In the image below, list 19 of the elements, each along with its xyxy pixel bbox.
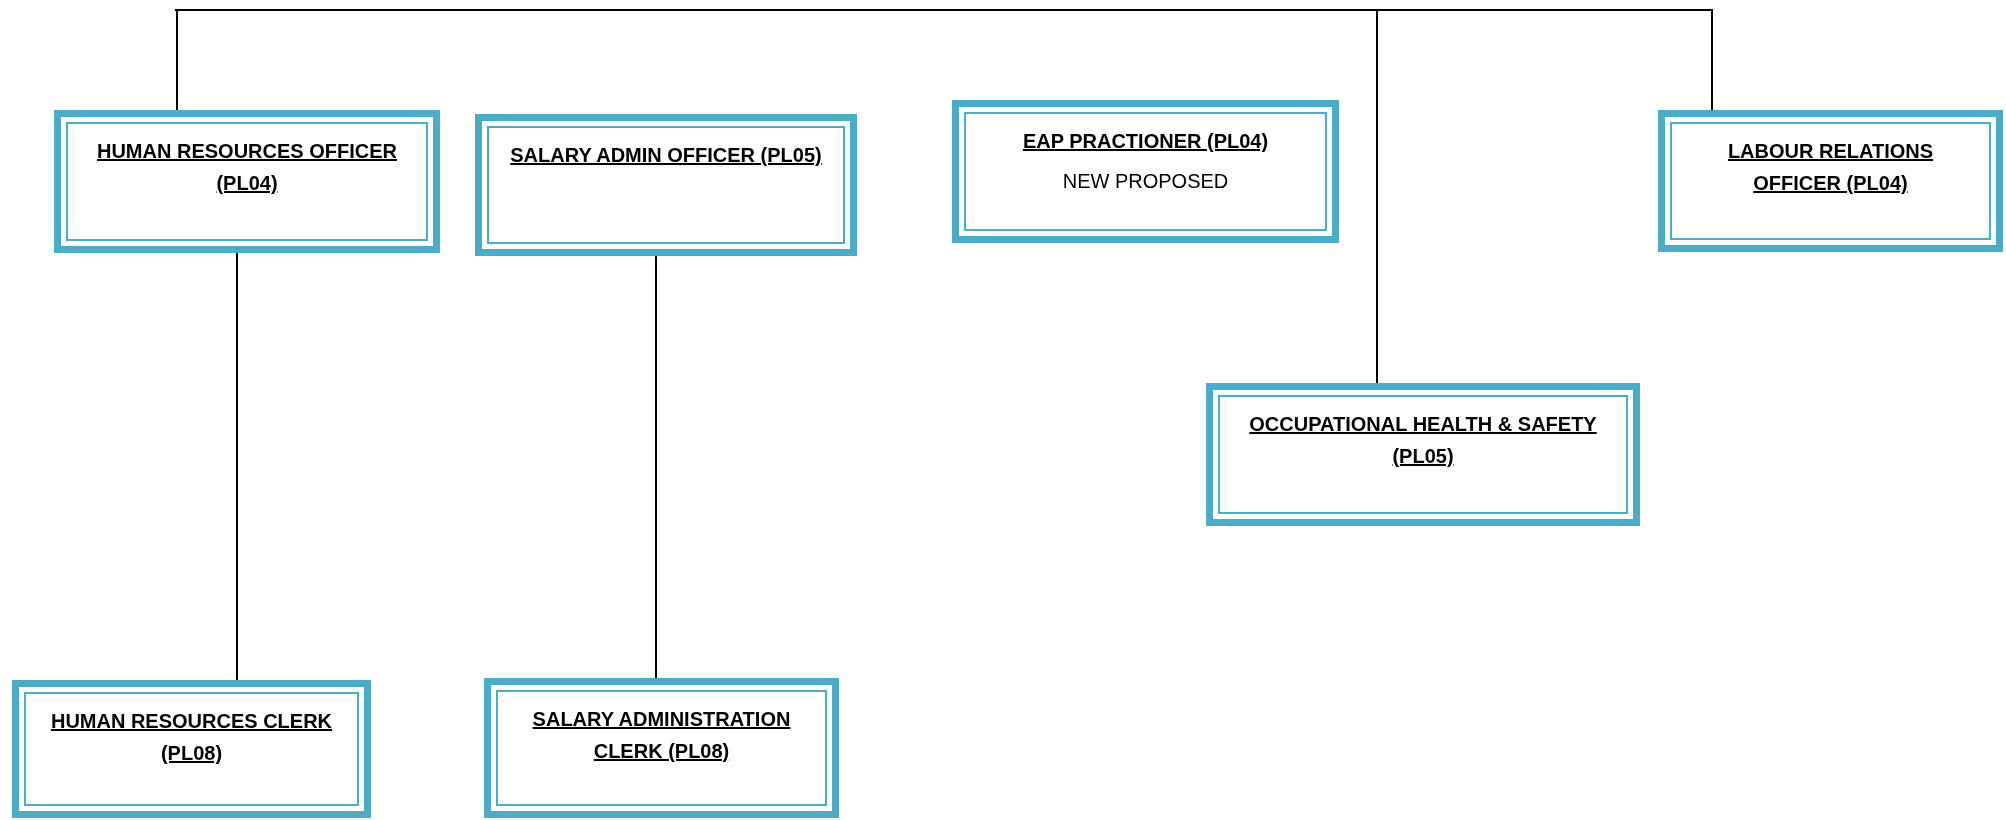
position-title: SALARY ADMINISTRATION CLERK (PL08) — [531, 707, 792, 764]
position-title: OCCUPATIONAL HEALTH & SAFETY (PL05) — [1248, 412, 1598, 469]
position-box — [12, 680, 371, 818]
connector-line — [174, 9, 1713, 111]
connector-line — [655, 255, 657, 679]
position-box — [54, 110, 440, 253]
position-note: NEW PROPOSED — [1062, 169, 1229, 194]
position-title: EAP PRACTIONER (PL04) — [1022, 129, 1269, 154]
connector-line — [174, 9, 178, 111]
position-box — [952, 100, 1339, 243]
position-title: HUMAN RESOURCES CLERK (PL08) — [49, 709, 334, 766]
position-title: SALARY ADMIN OFFICER (PL05) — [510, 143, 822, 168]
position-box — [475, 114, 857, 256]
position-box — [1206, 383, 1640, 526]
connector-line — [236, 252, 238, 681]
position-title: LABOUR RELATIONS OFFICER (PL04) — [1726, 139, 1935, 196]
position-box — [484, 678, 839, 818]
position-title: HUMAN RESOURCES OFFICER (PL04) — [96, 139, 398, 196]
position-box — [1658, 110, 2003, 252]
